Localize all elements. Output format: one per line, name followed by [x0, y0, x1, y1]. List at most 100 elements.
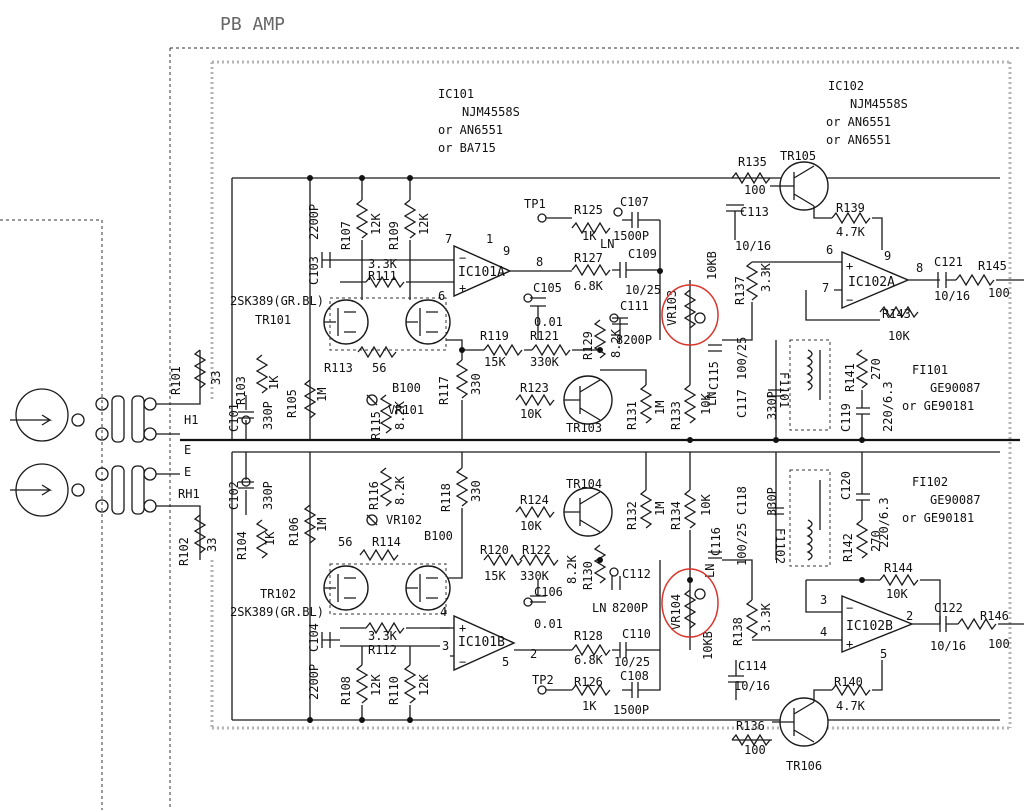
- r122-value: 330K: [520, 569, 550, 583]
- r137-value: 3.3K: [759, 262, 773, 292]
- ic101a-label: IC101A: [458, 265, 505, 280]
- r134-ref: R134: [669, 501, 683, 530]
- r102-value: 33: [205, 538, 219, 552]
- c113-ref: C113: [740, 205, 769, 219]
- c120-ref: C120: [839, 471, 853, 500]
- vr103-ref: VR103: [665, 290, 679, 326]
- r110-ref: R110: [387, 676, 401, 705]
- vr102-label: VR102: [386, 513, 422, 527]
- fi102-alt: or GE90181: [902, 511, 974, 525]
- ic102b-pin5: 5: [880, 647, 887, 661]
- r136-ref: R136: [736, 719, 765, 733]
- c121-ref: C121: [934, 255, 963, 269]
- ic102a-label: IC102A: [848, 275, 895, 290]
- ic102a-pin7: 7: [822, 281, 829, 295]
- r123-value: 10K: [520, 407, 542, 421]
- r140-ref: R140: [834, 675, 863, 689]
- vr101-label: VR101: [388, 403, 424, 417]
- r126-value: 1K: [582, 699, 597, 713]
- r122-ref: R122: [522, 543, 551, 557]
- tr103-label: TR103: [566, 421, 602, 435]
- tr101-label: TR101: [255, 313, 291, 327]
- ic102a-plus: +: [846, 259, 853, 273]
- c104-ref: C104: [307, 623, 321, 652]
- r103-ref: R103: [234, 376, 248, 405]
- ic101-alt2: or BA715: [438, 141, 496, 155]
- c101-ref: C101: [227, 403, 241, 432]
- tr101-fet-pair: [323, 297, 451, 351]
- r120-ref: R120: [480, 543, 509, 557]
- ic102-alt1: or AN6551: [826, 115, 891, 129]
- c101-value: 330P: [261, 401, 275, 430]
- ic102-ref: IC102: [828, 79, 864, 93]
- c114-value: 10/16: [734, 679, 770, 693]
- c111-value: 8200P: [616, 333, 652, 347]
- fet-part-bottom: 2SK389(GR.BL): [230, 605, 324, 619]
- r144-value: 10K: [886, 587, 908, 601]
- ic102b-pin3: 3: [820, 593, 827, 607]
- c104-value: 2200P: [307, 664, 321, 700]
- r104-ref: R104: [235, 531, 249, 560]
- r132-value: 1M: [653, 502, 667, 516]
- c115-value: 100/25: [735, 337, 749, 380]
- r116-ref: R116: [367, 481, 381, 510]
- r146-ref: R146: [980, 609, 1009, 623]
- r125-value: 1K: [582, 229, 597, 243]
- c113-value: 10/16: [735, 239, 771, 253]
- c110-value: 10/25: [614, 655, 650, 669]
- r105-ref: R105: [285, 389, 299, 418]
- r103-value: 1K: [267, 375, 281, 390]
- ln-c116: LN: [703, 564, 717, 578]
- tr102-pin56: 56: [338, 535, 352, 549]
- c116-value: 100/25: [735, 523, 749, 566]
- ic101a-pin7: 7: [445, 232, 452, 246]
- r117-ref: R117: [437, 376, 451, 405]
- e-label-bottom: E: [184, 465, 191, 479]
- r128-ref: R128: [574, 629, 603, 643]
- vr103-value: 10KB: [705, 251, 719, 280]
- c112-value: 8200P: [612, 601, 648, 615]
- vr104-ref: VR104: [669, 594, 683, 630]
- ic101-part: NJM4558S: [462, 105, 520, 119]
- ic102b-opamp: [841, 594, 940, 654]
- c117-ref: C117: [735, 389, 749, 418]
- ln-c115: LN: [705, 392, 719, 406]
- r139-ref: R139: [836, 201, 865, 215]
- r109-ref: R109: [387, 221, 401, 250]
- r143-value: 10K: [888, 329, 910, 343]
- ic101b-minus: −: [459, 655, 466, 669]
- c103-value: 2200P: [307, 204, 321, 240]
- r125-ref: R125: [574, 203, 603, 217]
- c117-value: 330P: [765, 391, 779, 420]
- ic101b-pin2: 2: [530, 647, 537, 661]
- c110-ref: C110: [622, 627, 651, 641]
- c105-value: 0.01: [534, 315, 563, 329]
- fi102-part: GE90087: [930, 493, 981, 507]
- r141-value: 270: [869, 358, 883, 380]
- fi101-ref: FI101: [912, 363, 948, 377]
- r104-value: 1K: [263, 531, 277, 546]
- c102-value: 330P: [261, 481, 275, 510]
- c118-ref: C118: [735, 486, 749, 515]
- c114-ref: C114: [738, 659, 767, 673]
- r119-value: 15K: [484, 355, 506, 369]
- r130-ref: R130: [581, 561, 595, 590]
- r124-ref: R124: [520, 493, 549, 507]
- c107-ref: C107: [620, 195, 649, 209]
- r130-value: 8.2K: [565, 554, 579, 584]
- fi102-ref: FI102: [912, 475, 948, 489]
- c109-ref: C109: [628, 247, 657, 261]
- tr104-transistor: [563, 487, 613, 537]
- r141-ref: R141: [843, 363, 857, 392]
- r145-ref: R145: [978, 259, 1007, 273]
- r146-value: 100: [988, 637, 1010, 651]
- r101-ref: R101: [169, 366, 183, 395]
- ic102b-pin4: 4: [820, 625, 827, 639]
- ic101a-opamp: [440, 244, 540, 298]
- c112-ref: C112: [622, 567, 651, 581]
- ic101-ref: IC101: [438, 87, 474, 101]
- c108-ref: C108: [620, 669, 649, 683]
- fi101-alt: or GE90181: [902, 399, 974, 413]
- c122-ref: C122: [934, 601, 963, 615]
- tr105-label: TR105: [780, 149, 816, 163]
